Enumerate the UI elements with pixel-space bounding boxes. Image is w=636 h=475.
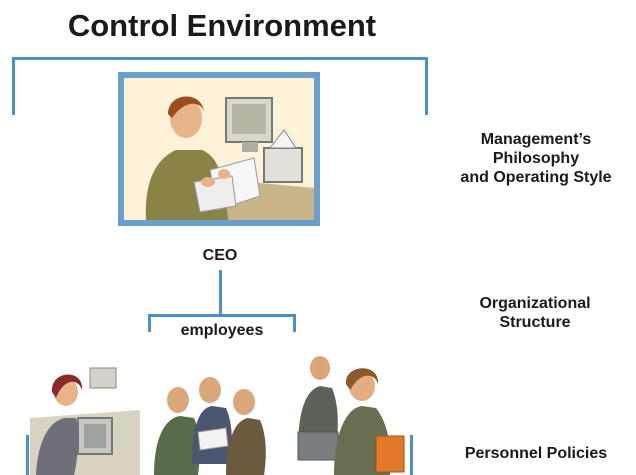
factor-management-line2: Philosophy (492, 150, 580, 167)
top-bracket-horizontal (12, 57, 428, 60)
ceo-picture-frame (118, 72, 320, 226)
diagram-title: Control Environment (67, 8, 377, 43)
factor-org-line2: Structure (499, 314, 571, 331)
employee-businesspeople-illustration (290, 350, 412, 475)
bottom-bracket-left-leg (26, 435, 29, 475)
employee-receptionist-illustration (30, 358, 140, 475)
ceo-connector-vertical (219, 270, 222, 316)
employees-bracket-right-leg (293, 314, 296, 332)
top-bracket-right-leg (425, 57, 428, 115)
factor-management-line1: Management’s (480, 131, 592, 148)
ceo-label: CEO (202, 247, 238, 264)
bottom-bracket-right-leg (410, 435, 413, 475)
employees-bracket-left-leg (148, 314, 151, 332)
factor-management-line3: and Operating Style (460, 169, 612, 186)
factor-management-philosophy: Management’s Philosophy and Operating St… (436, 130, 636, 187)
factor-organizational-structure: Organizational Structure (440, 294, 630, 332)
employees-bracket-horizontal (148, 314, 296, 317)
employees-label: employees (180, 322, 264, 339)
factor-org-line1: Organizational (479, 295, 591, 312)
factor-personnel-policies: Personnel Policies (464, 445, 608, 462)
ceo-illustration (124, 78, 314, 220)
top-bracket-left-leg (12, 57, 15, 115)
employee-team-meeting-illustration (148, 374, 274, 475)
